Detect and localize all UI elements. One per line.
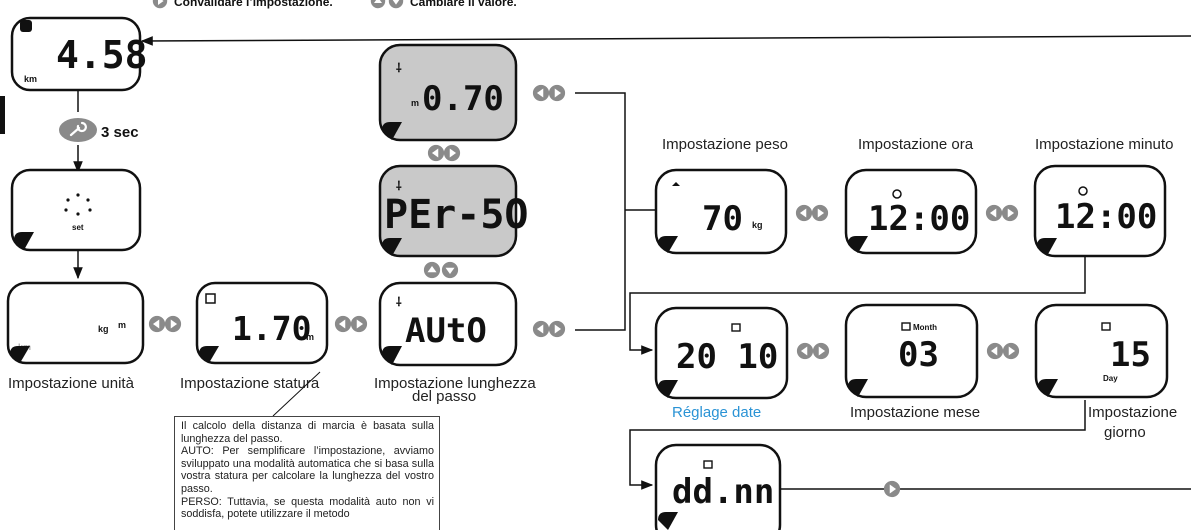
stride-note: Il calcolo della distanza di marcia è ba… — [174, 416, 440, 530]
down-button-icon — [388, 0, 404, 9]
weight-icon — [672, 182, 680, 186]
svg-text:m: m — [411, 98, 419, 108]
confirm-button-icon — [152, 0, 168, 9]
screen-km-display: 4.58 km — [10, 16, 148, 92]
caption-day-2: giorno — [1104, 424, 1146, 441]
screen-stride-auto: ⸸ AUtO — [378, 281, 518, 367]
svg-text:⸸: ⸸ — [396, 61, 402, 75]
up-button-icon — [370, 0, 386, 9]
screen-stride-value: ⸸ m 0.70 — [378, 43, 518, 142]
caption-hour: Impostazione ora — [858, 136, 974, 153]
svg-text:AUtO: AUtO — [405, 311, 487, 351]
screen-units: km kg m — [6, 281, 145, 365]
page-tab-marker — [0, 96, 5, 134]
svg-text:4.58: 4.58 — [56, 33, 148, 77]
screen-set: set — [10, 168, 142, 252]
caption-month: Impostazione mese — [850, 404, 980, 421]
screen-year: 20 10 — [654, 306, 789, 400]
screen-weight: 70 kg — [654, 168, 788, 255]
svg-text:12:00: 12:00 — [868, 199, 970, 239]
instruction-confirm: Convalidare l’impostazione. — [174, 0, 333, 9]
svg-text:km: km — [24, 74, 37, 84]
svg-text:70: 70 — [702, 199, 743, 239]
caption-units: Impostazione unità — [8, 375, 135, 392]
svg-text:dd.nn: dd.nn — [672, 472, 774, 512]
calendar-icon-3 — [1101, 322, 1111, 331]
svg-text:PEr-5O: PEr-5O — [384, 192, 529, 238]
caption-day-1: Impostazione — [1088, 404, 1177, 421]
flow-lines — [73, 35, 1191, 490]
svg-text:kg: kg — [752, 220, 763, 230]
calendar-icon-4 — [703, 460, 713, 469]
svg-text:m: m — [306, 332, 314, 342]
svg-text:12:00: 12:00 — [1055, 197, 1157, 237]
clock-icon-2 — [1078, 186, 1088, 196]
calendar-icon-2 — [901, 322, 911, 331]
caption-date: Réglage date — [672, 404, 761, 421]
svg-text:kg: kg — [98, 324, 109, 334]
screen-minute: 12:00 — [1033, 164, 1167, 258]
height-icon — [205, 293, 216, 304]
screen-month: Month 03 — [844, 303, 979, 399]
svg-text:Month: Month — [913, 323, 937, 332]
caption-height: Impostazione statura — [180, 375, 320, 392]
svg-text:1.70: 1.70 — [232, 309, 311, 348]
screen-date-format: dd.nn — [654, 443, 782, 530]
caption-weight: Impostazione peso — [662, 136, 788, 153]
screen-hour: 12:00 — [844, 168, 978, 255]
screen-stride-perso: ⸸ PEr-5O — [378, 164, 529, 258]
caption-stride-2: del passo — [412, 388, 476, 405]
svg-text:m: m — [118, 320, 126, 330]
note-pointer — [272, 371, 321, 417]
clock-icon — [892, 189, 902, 199]
hold-wrench: 3 sec — [59, 118, 139, 142]
note-line-1: Il calcolo della distanza di marcia è ba… — [181, 420, 434, 445]
screen-day: 15 Day — [1034, 303, 1169, 399]
svg-text:15: 15 — [1110, 335, 1151, 375]
lock-icon — [20, 20, 32, 32]
svg-text:0.70: 0.70 — [422, 79, 504, 119]
calendar-icon — [731, 323, 741, 332]
svg-text:3 sec: 3 sec — [101, 124, 139, 141]
note-line-3: PERSO: Tuttavia, se questa modalità auto… — [181, 495, 434, 521]
caption-minute: Impostazione minuto — [1035, 136, 1173, 153]
note-line-2: AUTO: Per semplificare l’impostazione, a… — [181, 445, 434, 495]
screen-height: 1.70 m — [195, 281, 329, 365]
svg-text:set: set — [72, 223, 84, 232]
svg-text:20 10: 20 10 — [676, 337, 778, 377]
caption-stride-1: Impostazione lunghezza — [374, 375, 536, 392]
svg-text:⸸: ⸸ — [396, 179, 402, 193]
svg-text:03: 03 — [898, 335, 939, 375]
instruction-change: Cambiare il valore. — [410, 0, 517, 9]
svg-text:⸸: ⸸ — [396, 295, 402, 309]
svg-text:Day: Day — [1103, 374, 1118, 383]
instructions-header: Convalidare l’impostazione. Cambiare il … — [152, 0, 517, 9]
